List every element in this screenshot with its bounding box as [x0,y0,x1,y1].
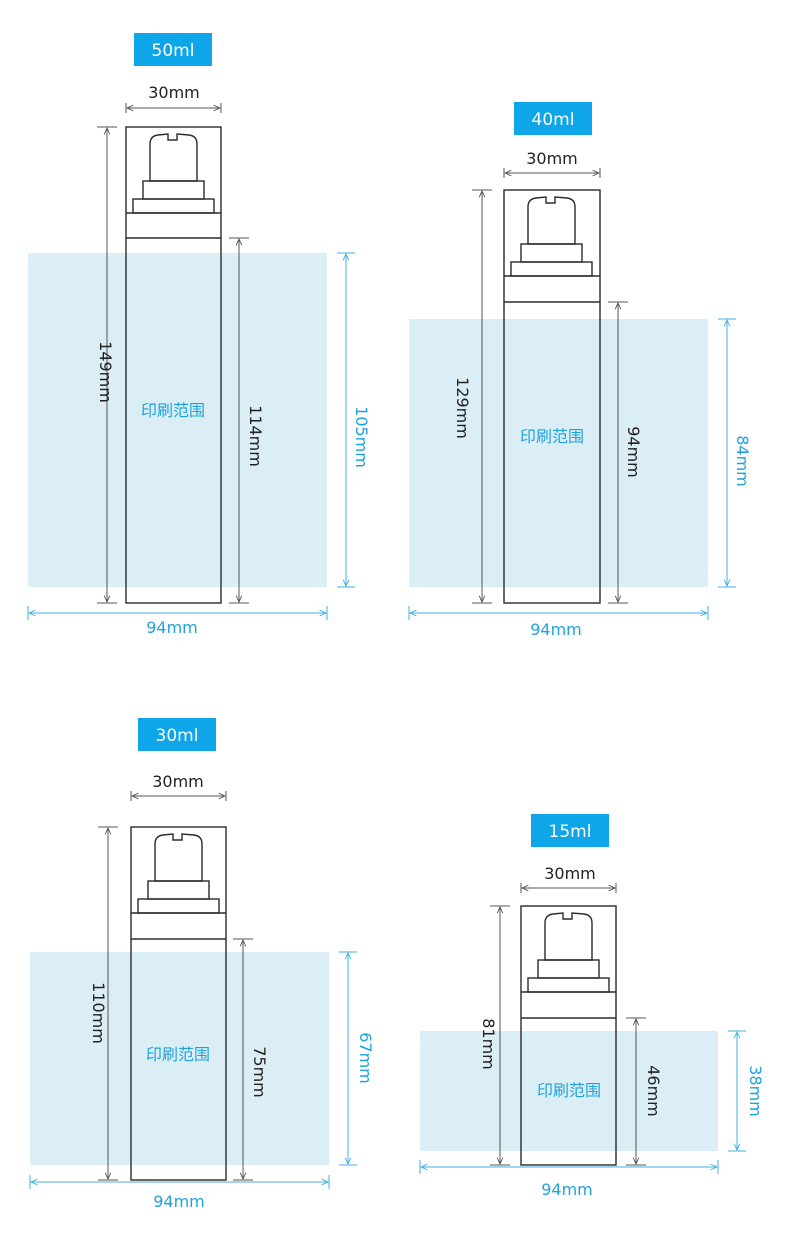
pump-head [154,833,203,882]
total-height-dimension: 81mm [479,905,510,1166]
capacity-badge [531,814,609,847]
print-area [28,253,327,587]
capacity-label: 15ml [549,822,592,842]
pump-shoulder [510,261,593,277]
width-dimension: 30mm [130,772,227,801]
capacity-label: 40ml [532,110,575,130]
capacity-badge [134,33,212,66]
print-height-dimension: 105mm [337,252,371,588]
capacity-badge [514,102,592,135]
print-height-label: 67mm [356,1032,375,1084]
body-height-dimension: 94mm [608,301,643,604]
print-area-label: 印刷范围 [537,1081,601,1100]
width-label: 30mm [152,772,204,791]
total-height-label: 129mm [453,377,472,439]
print-height-label: 105mm [352,406,371,468]
print-height-label: 38mm [746,1065,765,1117]
print-area [409,319,708,587]
body-height-label: 46mm [644,1065,663,1117]
pump-head [527,196,576,245]
print-height-dimension: 67mm [339,951,375,1166]
print-width-dimension: 94mm [419,1160,719,1199]
body-height-label: 94mm [624,426,643,478]
total-height-label: 110mm [89,982,108,1044]
pump-head [544,912,593,961]
body-height-dimension: 114mm [229,237,265,604]
capacity-label: 50ml [152,41,195,61]
panel-50ml: 50ml 30mm 149mm 114mm [27,33,371,637]
width-dimension: 30mm [520,864,617,893]
total-height-label: 149mm [96,341,115,403]
total-height-dimension: 129mm [453,189,492,604]
print-width-dimension: 94mm [27,606,328,637]
capacity-badge [138,718,216,751]
pump-shoulder [132,198,215,214]
pump-collar [147,880,210,900]
print-area-label: 印刷范围 [520,427,584,446]
pump-collar [537,959,600,979]
bottle-outline [125,126,222,604]
print-area-label: 印刷范围 [146,1045,210,1064]
print-width-label: 94mm [153,1192,205,1211]
print-width-label: 94mm [541,1180,593,1199]
pump-shoulder [527,977,610,993]
print-width-dimension: 94mm [408,606,709,639]
print-area-label: 印刷范围 [141,401,205,420]
print-height-dimension: 84mm [718,318,752,588]
total-height-label: 81mm [479,1018,498,1070]
bottle-outline [503,189,601,604]
pump-shoulder [137,898,220,914]
width-dimension: 30mm [503,149,601,178]
capacity-label: 30ml [156,726,199,746]
body-height-label: 75mm [250,1046,269,1098]
total-height-dimension: 149mm [96,126,117,604]
print-height-label: 84mm [733,435,752,487]
pump-collar [142,180,205,200]
width-label: 30mm [544,864,596,883]
print-width-label: 94mm [530,620,582,639]
width-dimension: 30mm [125,83,222,113]
print-area [420,1031,718,1151]
print-width-dimension: 94mm [29,1175,330,1211]
pump-collar [520,243,583,263]
width-label: 30mm [148,83,200,102]
print-area [30,952,329,1165]
width-label: 30mm [526,149,578,168]
print-width-label: 94mm [146,618,198,637]
print-height-dimension: 38mm [728,1030,765,1152]
body-height-label: 114mm [246,405,265,467]
pump-head [149,133,198,182]
bottle-outline [520,905,617,1166]
panel-15ml: 15ml 30mm 81mm 46mm [419,814,765,1199]
panel-40ml: 40ml 30mm 129mm 94mm [408,102,752,639]
panel-30ml: 30ml 30mm 110mm 75mm [29,718,375,1211]
